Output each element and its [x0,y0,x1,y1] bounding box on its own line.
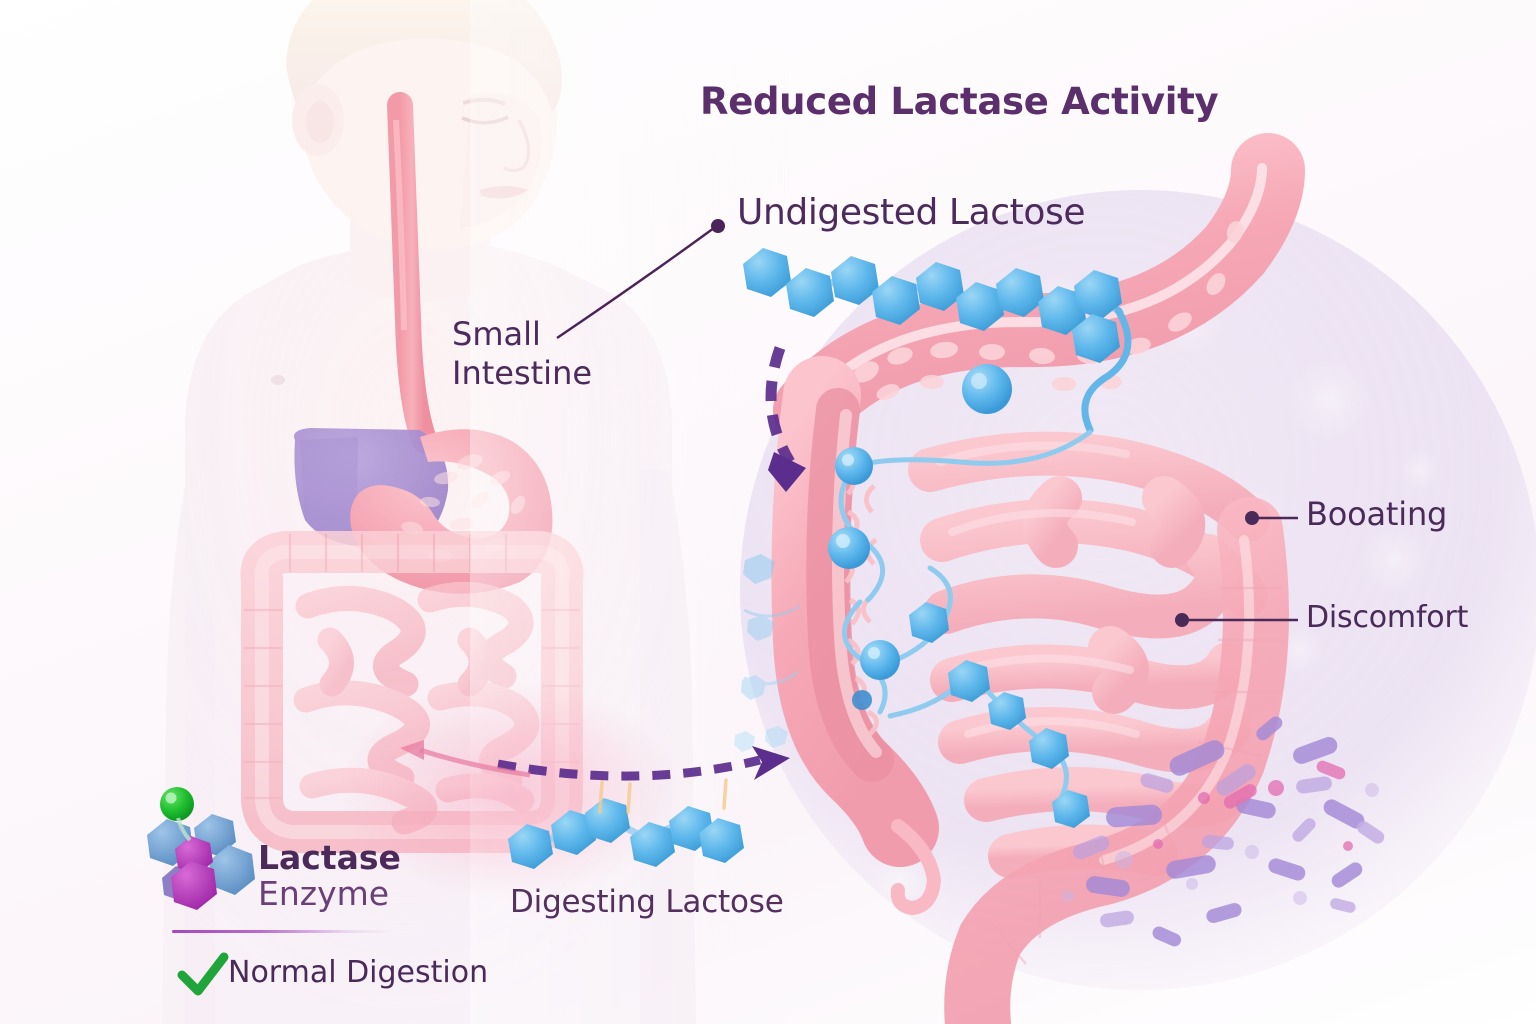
label-undigested-lactose: Undigested Lactose [737,192,1086,233]
lactose-chain-digesting [508,778,744,869]
label-small-intestine-line2: Intestine [452,354,593,392]
label-digesting-lactose: Digesting Lactose [510,884,784,920]
dashed-curved-arrow-down [765,346,795,465]
gut-bacteria [1062,716,1385,947]
green-check-icon [177,952,229,996]
esophagus [387,92,437,453]
legend-normal-digestion: Normal Digestion [228,955,489,990]
lactose-molecules-internal [828,447,1090,828]
leader-line-small-intestine [556,227,715,339]
legend-enzyme-title: Lactase [258,838,401,877]
page-title: Reduced Lactase Activity [700,80,1219,123]
legend-divider [172,930,392,933]
floating-lactose-fragments [734,554,801,752]
lactose-chain-undigested [743,248,1132,434]
leader-dot-discomfort [1175,613,1189,627]
arrowhead-right [752,746,790,780]
dashed-curved-arrow-right [497,755,762,781]
body-pink-arrow [400,740,531,778]
legend-enzyme-subtitle: Enzyme [258,874,390,913]
lactose-molecule [962,364,1012,414]
label-small-intestine: Small Intestine [452,315,642,393]
label-discomfort: Discomfort [1306,600,1469,635]
arrowhead-down [768,452,806,492]
leader-dot-bloating [1245,511,1259,525]
label-bloating: Booating [1306,495,1448,533]
lactase-enzyme-molecule-icon [147,787,255,910]
label-small-intestine-line1: Small [452,315,541,353]
leader-dot-undigested [711,219,725,233]
